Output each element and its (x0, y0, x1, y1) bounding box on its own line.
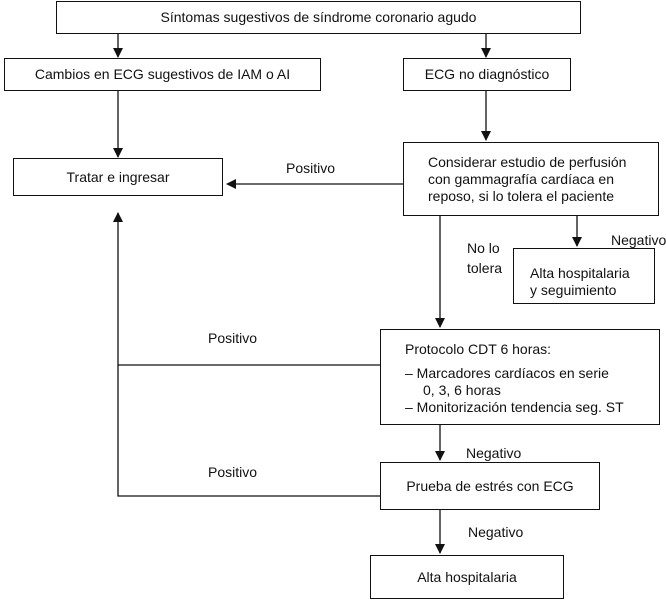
treat-text: Tratar e ingresar (66, 168, 170, 185)
discharge-follow-line-2: y seguimiento (530, 282, 617, 298)
discharge-follow-line-1: Alta hospitalaria (530, 265, 630, 281)
label-positivo-stress: Positivo (208, 464, 258, 480)
arrow-stress-to-treat (117, 365, 380, 497)
start-text: Síntomas sugestivos de síndrome coronari… (160, 9, 477, 25)
treat-box: Tratar e ingresar (13, 158, 223, 196)
discharge-text: Alta hospitalaria (417, 568, 517, 585)
label-negativo-perfusion: Negativo (611, 232, 666, 248)
protocol-item-st-monitoring: – Monitorización tendencia seg. ST (405, 399, 624, 415)
protocol-item-markers: – Marcadores cardíacos en serie (405, 365, 609, 381)
ecg-suggestive-box: Cambios en ECG sugestivos de IAM o AI (4, 58, 321, 91)
label-no-tolera: No lo tolera (467, 240, 502, 277)
ecg-nondiag-text: ECG no diagnóstico (424, 66, 550, 82)
protocol-box: Protocolo CDT 6 horas: – Marcadores card… (380, 329, 660, 425)
ecg-suggestive-text: Cambios en ECG sugestivos de IAM o AI (34, 66, 291, 82)
label-positivo-perfusion: Positivo (286, 160, 336, 176)
perfusion-box: Considerar estudio de perfusión con gamm… (403, 142, 659, 216)
perfusion-line-2: con gammagrafía cardíaca en (428, 171, 614, 187)
label-negativo-stress: Negativo (468, 524, 524, 540)
label-positivo-protocol: Positivo (208, 330, 258, 346)
perfusion-line-1: Considerar estudio de perfusión (428, 154, 627, 170)
discharge-follow-box: Alta hospitalaria y seguimiento (513, 248, 655, 304)
label-no-tolera-line-2: tolera (467, 260, 503, 276)
label-no-tolera-line-1: No lo (467, 240, 500, 256)
label-negativo-protocol: Negativo (466, 445, 522, 461)
ecg-nondiag-box: ECG no diagnóstico (403, 58, 571, 91)
discharge-box: Alta hospitalaria (370, 555, 564, 599)
protocol-title: Protocolo CDT 6 horas: (405, 341, 552, 357)
start-box: Síntomas sugestivos de síndrome coronari… (56, 1, 581, 34)
stress-box: Prueba de estrés con ECG (380, 462, 600, 510)
stress-text: Prueba de estrés con ECG (406, 477, 574, 494)
perfusion-line-3: reposo, si lo tolera el paciente (428, 188, 614, 204)
protocol-item-markers-times: 0, 3, 6 horas (423, 382, 501, 398)
